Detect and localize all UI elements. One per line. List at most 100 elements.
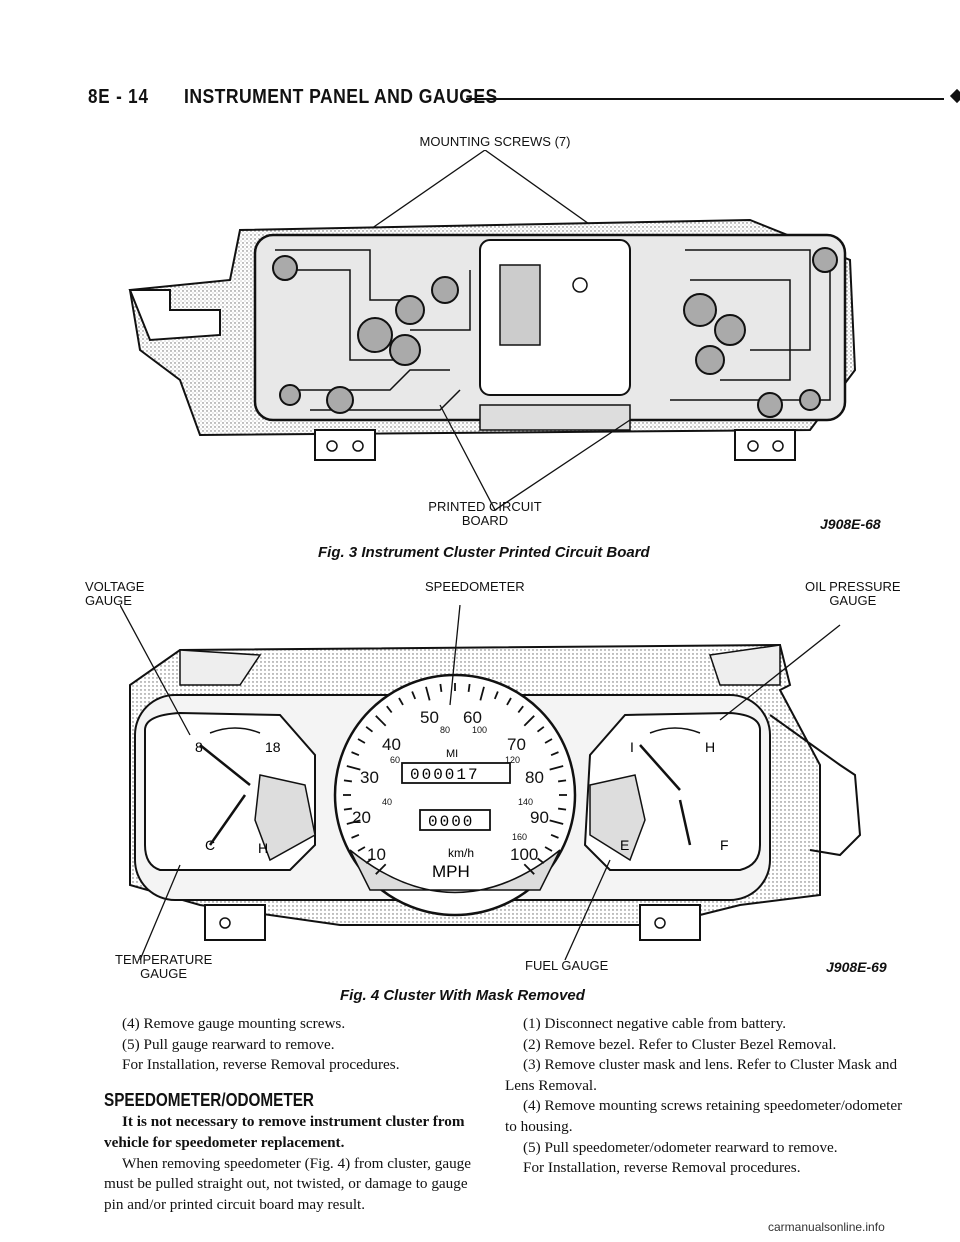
trip-reading: 0000	[428, 813, 474, 831]
figure-3-caption: Fig. 3 Instrument Cluster Printed Circui…	[318, 544, 650, 561]
left-column: (4) Remove gauge mounting screws. (5) Pu…	[104, 1014, 486, 1215]
dial-kmh-120: 120	[505, 755, 520, 765]
dial-kmh-80: 80	[440, 725, 450, 735]
section-title: INSTRUMENT PANEL AND GAUGES	[184, 86, 498, 108]
dial-mph-unit: MPH	[432, 862, 470, 881]
dial-kmh-60: 60	[390, 755, 400, 765]
label-temp-line1: TEMPERATURE	[115, 952, 213, 967]
cluster-illustration: 8 18 C H I H E F 10 20 30 40 50 60 70 80…	[120, 605, 862, 961]
left-step-4: (4) Remove gauge mounting screws.	[122, 1015, 346, 1032]
dial-tick	[557, 779, 567, 783]
section-number: 8E - 14	[88, 86, 149, 108]
dial-tick	[351, 833, 360, 839]
dial-tick	[550, 833, 559, 839]
right-step-1: (1) Disconnect negative cable from batte…	[523, 1015, 786, 1032]
left-install-note: For Installation, reverse Removal proced…	[122, 1056, 400, 1074]
dial-tick	[351, 751, 360, 757]
dial-tick	[425, 686, 431, 701]
dial-tick	[523, 715, 535, 727]
dial-tick	[365, 857, 374, 864]
figure-4-code: J908E-69	[826, 959, 887, 975]
dial-tick	[343, 807, 353, 811]
figure-3-code: J908E-68	[820, 516, 881, 532]
dial-mi: MI	[446, 748, 458, 760]
svg-text:F: F	[720, 837, 729, 853]
dial-tick	[523, 863, 535, 875]
dial-mph-10: 10	[367, 845, 386, 864]
header-rule	[466, 98, 944, 100]
label-fuel-gauge: FUEL GAUGE	[525, 958, 609, 973]
page-header: 8E - 14 INSTRUMENT PANEL AND GAUGES	[88, 82, 960, 122]
label-voltage-line1: VOLTAGE	[85, 579, 145, 594]
dial-tick	[549, 819, 564, 825]
figure-4: VOLTAGE GAUGE SPEEDOMETER OIL PRESSURE G…	[0, 575, 960, 1015]
svg-text:E: E	[620, 837, 629, 853]
label-oil-line1: OIL PRESSURE	[805, 579, 901, 594]
dial-tick	[357, 846, 366, 852]
dial-kmh-40: 40	[382, 797, 392, 807]
left-step-5: (5) Pull gauge rearward to remove.	[122, 1035, 335, 1053]
dial-tick	[375, 863, 387, 875]
label-temp-line2: GAUGE	[140, 966, 188, 981]
dial-mph-50: 50	[420, 708, 439, 727]
svg-text:H: H	[258, 840, 268, 856]
dial-tick	[479, 686, 485, 701]
dial-tick	[517, 705, 524, 714]
label-circuit-board-line2: BOARD	[461, 513, 509, 528]
dial-tick	[557, 807, 567, 811]
odometer-window	[401, 762, 511, 784]
right-column: (1) Disconnect negative cable from batte…	[505, 1014, 910, 1179]
dial-tick	[467, 683, 471, 693]
dial-mph-80: 80	[525, 768, 544, 787]
dial-mph-60: 60	[463, 708, 482, 727]
body-paragraph: When removing speedometer (Fig. 4) from …	[104, 1154, 472, 1213]
dial-tick	[386, 705, 393, 714]
svg-text:H: H	[705, 739, 715, 755]
circuit-board-illustration	[128, 150, 857, 510]
dial-tick	[346, 765, 361, 771]
odometer-reading: 000017	[410, 766, 480, 784]
dial-tick	[343, 779, 353, 783]
dial-tick	[357, 738, 366, 744]
dial-kmh-unit: km/h	[448, 846, 474, 860]
right-step-4: (4) Remove mounting screws retaining spe…	[505, 1097, 903, 1135]
label-voltage-gauge: VOLTAGE GAUGE	[85, 580, 144, 608]
dial-tick	[544, 846, 553, 852]
svg-text:18: 18	[265, 739, 281, 755]
dial-tick	[365, 726, 374, 733]
dial-tick	[398, 697, 404, 706]
section-heading: SPEEDOMETER/ODOMETER	[104, 1089, 314, 1110]
right-step-5: (5) Pull speedometer/odometer rearward t…	[523, 1138, 838, 1156]
figure-4-caption: Fig. 4 Cluster With Mask Removed	[340, 987, 585, 1004]
label-voltage-line2: GAUGE	[85, 593, 132, 608]
dial-mph-100: 100	[510, 845, 538, 864]
dial-mph-40: 40	[382, 735, 401, 754]
right-install-note: For Installation, reverse Removal proced…	[523, 1159, 801, 1177]
dial-kmh-100: 100	[472, 725, 487, 735]
dial-tick	[346, 819, 361, 825]
dial-tick	[550, 751, 559, 757]
dial-tick	[544, 738, 553, 744]
label-oil-pressure-gauge: OIL PRESSURE GAUGE	[805, 580, 901, 608]
dial-kmh-160: 160	[512, 832, 527, 842]
dial-tick	[439, 683, 443, 693]
trip-window	[419, 809, 491, 831]
label-mounting-screws: MOUNTING SCREWS (7)	[419, 134, 571, 149]
label-oil-line2: GAUGE	[829, 593, 877, 608]
dial-mph-30: 30	[360, 768, 379, 787]
bold-paragraph: It is not necessary to remove instrument…	[104, 1113, 465, 1151]
label-speedometer: SPEEDOMETER	[425, 579, 525, 594]
right-step-3: (3) Remove cluster mask and lens. Refer …	[505, 1056, 898, 1094]
dial-tick	[536, 726, 545, 733]
label-circuit-board-line1: PRINTED CIRCUIT	[428, 499, 542, 514]
dial-tick	[549, 765, 564, 771]
watermark: carmanualsonline.info	[768, 1220, 885, 1234]
dial-tick	[536, 857, 545, 864]
dial-mph-70: 70	[507, 735, 526, 754]
dial-tick	[411, 691, 417, 700]
dial-mph-20: 20	[352, 808, 371, 827]
label-temperature-gauge: TEMPERATURE GAUGE	[115, 953, 212, 981]
svg-text:I: I	[630, 739, 634, 755]
dial-tick	[375, 715, 387, 727]
dial-tick	[493, 691, 499, 700]
